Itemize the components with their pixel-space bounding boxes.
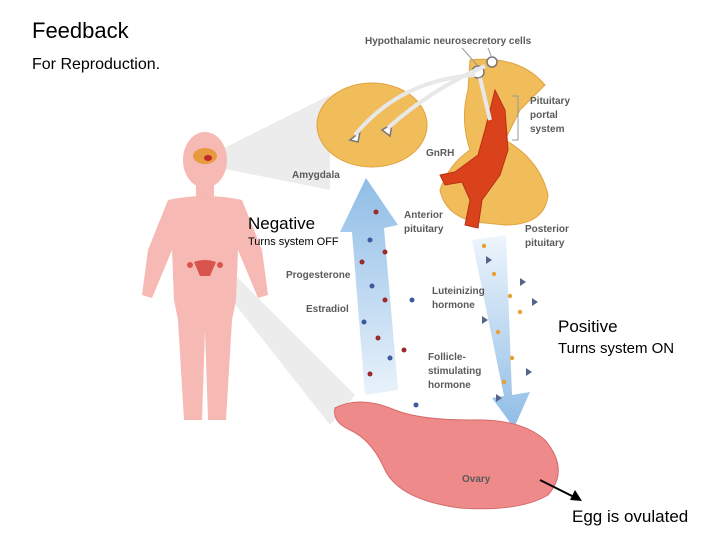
pituitary-portal-label-1: Pituitary — [530, 96, 570, 107]
pituitary-portal-label-2: portal — [530, 110, 558, 121]
progesterone-estradiol-particles — [359, 209, 419, 408]
anterior-pituitary-label-2: pituitary — [404, 224, 444, 235]
fsh-label-3: hormone — [428, 380, 471, 391]
fsh-label-1: Follicle- — [428, 352, 466, 363]
pituitary-portal-label-3: system — [530, 124, 565, 135]
fsh-label-2: stimulating — [428, 366, 481, 377]
egg-ovulated-label: Egg is ovulated — [572, 507, 689, 526]
lh-fsh-particles — [481, 243, 538, 402]
posterior-pituitary-label-1: Posterior — [525, 224, 569, 235]
negative-feedback-desc: Turns system OFF — [248, 236, 339, 248]
lh-label-1: Luteinizing — [432, 286, 485, 297]
hypothalamic-label: Hypothalamic neurosecretory cells — [365, 36, 532, 47]
ovary-label: Ovary — [462, 474, 491, 485]
amygdala-region — [316, 82, 428, 168]
neuron-axons — [353, 64, 492, 137]
positive-feedback-arrow — [472, 235, 530, 428]
egg-ovulation-arrow — [539, 479, 575, 498]
egg-arrow-head — [570, 490, 582, 501]
anterior-pituitary-label-1: Anterior — [404, 210, 443, 221]
uterus-mini-icon — [187, 260, 223, 276]
page-subtitle: For Reproduction. — [32, 56, 161, 73]
negative-feedback-arrow — [340, 178, 398, 395]
gnrh-label: GnRH — [426, 148, 454, 159]
posterior-pituitary-label-2: pituitary — [525, 238, 565, 249]
brain-mini-icon — [193, 148, 217, 164]
positive-feedback-label: Positive — [558, 317, 618, 336]
progesterone-label: Progesterone — [286, 270, 351, 281]
positive-feedback-desc: Turns system ON — [558, 340, 675, 357]
ovary-zoom-cone — [212, 262, 355, 425]
hypothalamic-pointer-lines — [461, 47, 493, 67]
brain-zoom-cone — [220, 95, 330, 190]
ovary-organ — [334, 401, 559, 510]
negative-feedback-label: Negative — [248, 214, 316, 233]
portal-vessel — [439, 88, 509, 229]
amygdala-label: Amygdala — [292, 170, 340, 181]
estradiol-label: Estradiol — [306, 304, 349, 315]
portal-system-bracket — [512, 95, 519, 141]
lh-label-2: hormone — [432, 300, 475, 311]
page-title: Feedback — [32, 18, 129, 43]
